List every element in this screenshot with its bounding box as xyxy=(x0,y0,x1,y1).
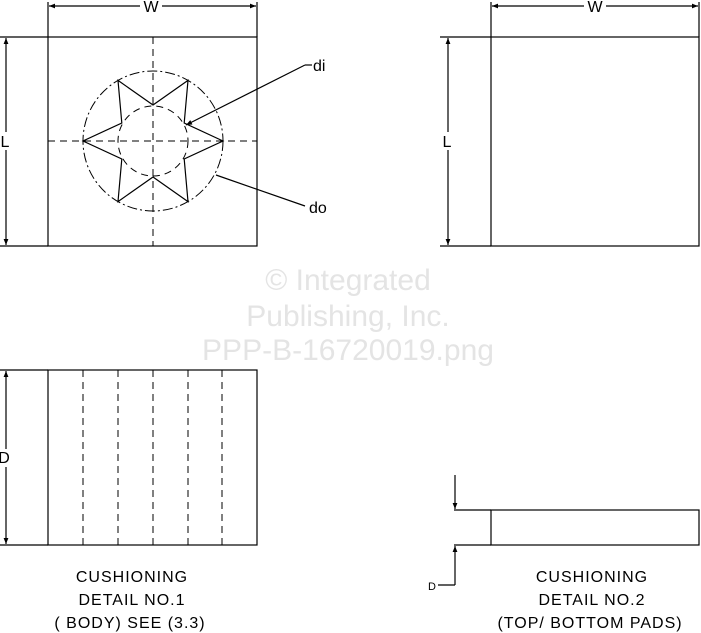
body-outline xyxy=(47,36,258,247)
detail1-top-view: di do W L xyxy=(0,0,327,247)
w-label: W xyxy=(143,0,159,16)
star-cutout xyxy=(81,79,225,203)
l-label: L xyxy=(1,134,10,151)
do-leader xyxy=(215,174,306,207)
caption-line-2: DETAIL NO.1 xyxy=(78,592,185,609)
caption-line-3: (TOP/ BOTTOM PADS) xyxy=(497,615,682,632)
caption-line-3: ( BODY) SEE (3.3) xyxy=(54,615,205,632)
d-label: D xyxy=(0,450,10,467)
watermark-line-1: © Integrated xyxy=(265,264,431,297)
w-label: W xyxy=(587,0,603,16)
caption-line-1: CUSHIONING xyxy=(536,569,648,586)
pad-outline xyxy=(490,36,700,247)
detail2-side-view: D CUSHIONING DETAIL NO.2 (TOP/ BOTTOM PA… xyxy=(428,475,700,632)
pad-side-outline xyxy=(490,509,700,546)
di-label: di xyxy=(313,58,325,75)
l-label: L xyxy=(443,134,452,151)
watermark: © Integrated Publishing, Inc. PPP-B-1672… xyxy=(202,264,494,367)
detail1-side-view: D CUSHIONING DETAIL NO.1 ( BODY) SEE (3.… xyxy=(0,369,258,632)
inner-diameter-circle xyxy=(117,105,189,177)
di-leader xyxy=(185,64,306,126)
detail2-top-view: W L xyxy=(440,0,700,247)
d-label: D xyxy=(428,581,436,593)
do-label: do xyxy=(309,200,327,217)
caption-line-2: DETAIL NO.2 xyxy=(538,592,645,609)
watermark-line-3: PPP-B-16720019.png xyxy=(202,334,494,367)
watermark-line-2: Publishing, Inc. xyxy=(246,300,449,333)
caption-line-1: CUSHIONING xyxy=(76,569,188,586)
